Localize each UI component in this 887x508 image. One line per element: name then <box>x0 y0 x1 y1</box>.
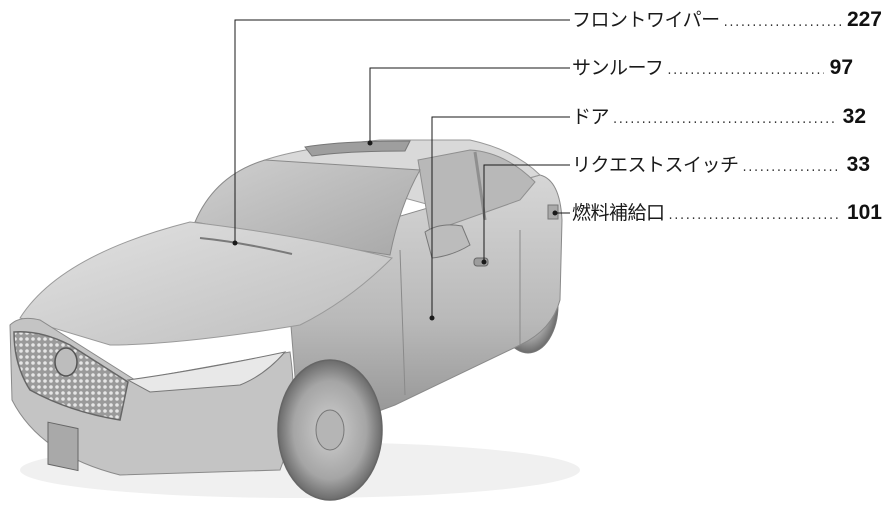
leader-line-request-switch <box>483 164 570 262</box>
leader-dots-fill: ........................................… <box>723 15 841 30</box>
callout-label: フロントワイパー <box>572 9 720 31</box>
leader-dot-request-switch <box>481 259 487 265</box>
callout-label: 燃料補給口 <box>572 202 665 224</box>
page-number: 227 <box>846 8 882 31</box>
callout-front-wiper[interactable]: フロントワイパー ...............................… <box>572 8 882 35</box>
leader-dot-fuel-cap <box>552 210 558 216</box>
leader-dot-door <box>429 315 435 321</box>
callout-label: リクエストスイッチ <box>572 154 739 176</box>
sunroof-panel <box>304 140 411 157</box>
side-windows <box>417 149 536 233</box>
page-number: 32 <box>842 105 866 128</box>
page-number: 101 <box>846 201 882 224</box>
callout-door[interactable]: ドア .....................................… <box>572 105 866 132</box>
car-hood <box>19 221 393 346</box>
leader-dots <box>232 140 558 321</box>
door-seam <box>399 230 521 396</box>
leader-dots-fill: ........................................… <box>613 112 837 127</box>
leader-dot-front-wiper <box>232 240 238 246</box>
side-mirror <box>424 224 471 259</box>
headlight <box>126 351 287 393</box>
leader-lines <box>234 19 570 318</box>
front-wheel-hub <box>315 409 345 451</box>
callout-fuel-cap[interactable]: 燃料補給口 ..................................… <box>572 201 882 228</box>
leader-line-front-wiper <box>234 19 570 243</box>
callout-request-switch[interactable]: リクエストスイッチ ..............................… <box>572 153 870 180</box>
front-grille <box>13 331 129 421</box>
emblem <box>54 347 78 377</box>
leader-dots-fill: ........................................… <box>742 160 841 175</box>
page-number: 97 <box>829 56 853 79</box>
wiper-blade <box>199 237 293 255</box>
page-number: 33 <box>846 153 870 176</box>
leader-dots-fill: ........................................… <box>667 63 823 78</box>
callout-sunroof[interactable]: サンルーフ ..................................… <box>572 56 853 83</box>
license-plate <box>47 421 79 472</box>
callout-label: サンルーフ <box>572 57 664 79</box>
leader-line-sunroof <box>369 67 570 143</box>
callout-label: ドア <box>572 106 610 128</box>
leader-dot-sunroof <box>367 140 373 146</box>
leader-line-door <box>431 116 570 318</box>
window-pillar <box>473 151 487 221</box>
leader-dots-fill: ........................................… <box>668 208 841 223</box>
